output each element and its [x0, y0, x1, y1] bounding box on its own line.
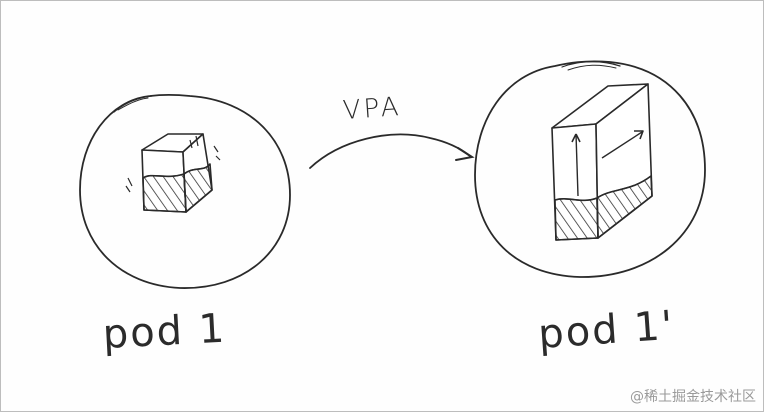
pod-right-container	[551, 83, 653, 241]
arrow-label: VPA	[341, 91, 403, 126]
pod-left-label: pod 1	[101, 305, 228, 358]
pod-right-label: pod 1'	[536, 302, 677, 358]
watermark: @稀土掘金技术社区	[630, 389, 756, 405]
pod-left-container	[125, 133, 221, 213]
vpa-arrow	[309, 133, 475, 169]
pod-right-circle	[474, 60, 706, 278]
pod-left-circle	[79, 93, 291, 289]
